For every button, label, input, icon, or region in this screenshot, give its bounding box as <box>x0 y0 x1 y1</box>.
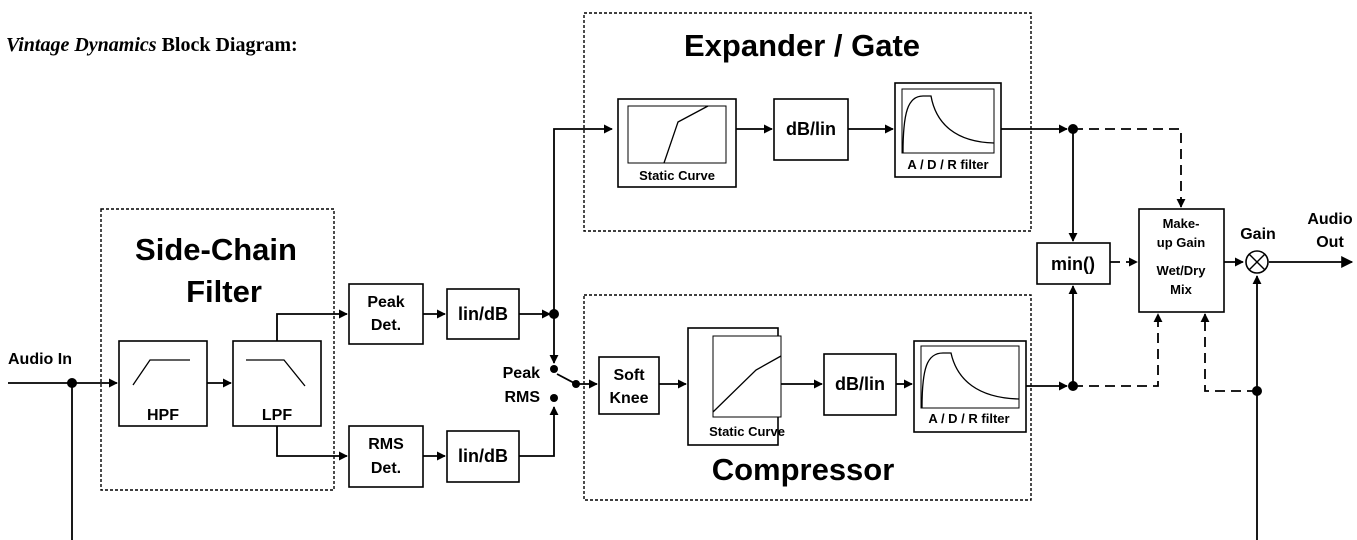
rms-det-line1: RMS <box>368 436 404 453</box>
makeup-line4: Mix <box>1170 282 1192 297</box>
lpf-block <box>232 340 322 427</box>
exp-to-makeup-dashed <box>1073 128 1186 208</box>
comp-static-curve-label: Static Curve <box>709 424 785 439</box>
exp-static-curve-line <box>663 105 709 164</box>
exp-dblin-block <box>773 98 849 161</box>
rms-det-line2: Det. <box>371 460 401 477</box>
lindb-top-block <box>446 288 520 340</box>
peak-det-line1: Peak <box>367 294 404 311</box>
soft-knee-line2: Knee <box>609 390 648 407</box>
exp-adr-label: A / D / R filter <box>907 157 988 172</box>
exp-dblin-label: dB/lin <box>786 119 836 139</box>
dry-to-makeup-dashed <box>1200 313 1257 392</box>
lpf-label: LPF <box>262 407 292 424</box>
switch-rms-contact <box>550 394 558 402</box>
exp-adr-plot <box>901 88 995 154</box>
lindb-top-label: lin/dB <box>458 304 508 324</box>
expander-gate-group <box>583 12 1032 232</box>
sidechain-label-line2: Filter <box>186 274 262 309</box>
to-expander-line <box>553 124 613 314</box>
gain-label: Gain <box>1240 226 1276 243</box>
comp-adr-label: A / D / R filter <box>928 411 1009 426</box>
makeup-line3: Wet/Dry <box>1157 263 1207 278</box>
audio-out-label-line1: Audio <box>1307 211 1353 228</box>
comp-adr-plot <box>920 345 1020 409</box>
makeup-line2: up Gain <box>1157 235 1205 250</box>
comp-static-curve-plot <box>712 335 782 418</box>
gain-cross-b <box>1248 253 1266 271</box>
lpf-curve-icon <box>246 359 306 387</box>
title-italic: Vintage Dynamics <box>6 34 157 56</box>
lindb-bottom-block <box>446 430 520 483</box>
input-junction-dot <box>67 378 77 388</box>
hpf-curve-icon <box>132 359 190 386</box>
comp-adr-curve <box>921 352 1020 409</box>
sidechain-filter-group <box>100 208 335 491</box>
audio-in-label: Audio In <box>8 351 72 368</box>
sidechain-label-line1: Side-Chain <box>135 232 297 267</box>
peak-det-line2: Det. <box>371 317 401 334</box>
comp-dblin-block <box>823 353 897 416</box>
compressor-group <box>583 294 1032 501</box>
audio-out-label-line2: Out <box>1316 234 1344 251</box>
lpf-to-peak-line <box>276 309 348 341</box>
lpf-to-rms-line <box>276 426 348 461</box>
exp-adr-curve <box>902 95 995 154</box>
soft-knee-line1: Soft <box>613 367 645 384</box>
makeup-line1: Make- <box>1163 216 1200 231</box>
expander-gate-label: Expander / Gate <box>684 28 920 63</box>
exp-static-curve-label: Static Curve <box>639 168 715 183</box>
lindb-bottom-label: lin/dB <box>458 446 508 466</box>
hpf-label: HPF <box>147 407 179 424</box>
comp-dblin-label: dB/lin <box>835 374 885 394</box>
min-block <box>1036 242 1111 285</box>
min-label: min() <box>1051 254 1095 274</box>
rms-det-block <box>348 425 424 488</box>
exp-static-curve-plot <box>627 105 727 164</box>
switch-label-peak: Peak <box>503 365 540 382</box>
makeup-gain-block <box>1138 208 1225 313</box>
peak-det-block <box>348 283 424 345</box>
switch-label-rms: RMS <box>504 389 540 406</box>
compressor-label: Compressor <box>712 452 895 487</box>
switch-peak-contact <box>550 365 558 373</box>
comp-to-makeup-dashed <box>1073 313 1163 387</box>
rms-to-switch-line <box>519 406 559 457</box>
title-rest: Block Diagram: <box>157 34 298 56</box>
diagram-title: Vintage Dynamics Block Diagram: <box>6 34 298 56</box>
soft-knee-block <box>598 356 660 415</box>
comp-static-curve-line <box>712 355 782 413</box>
